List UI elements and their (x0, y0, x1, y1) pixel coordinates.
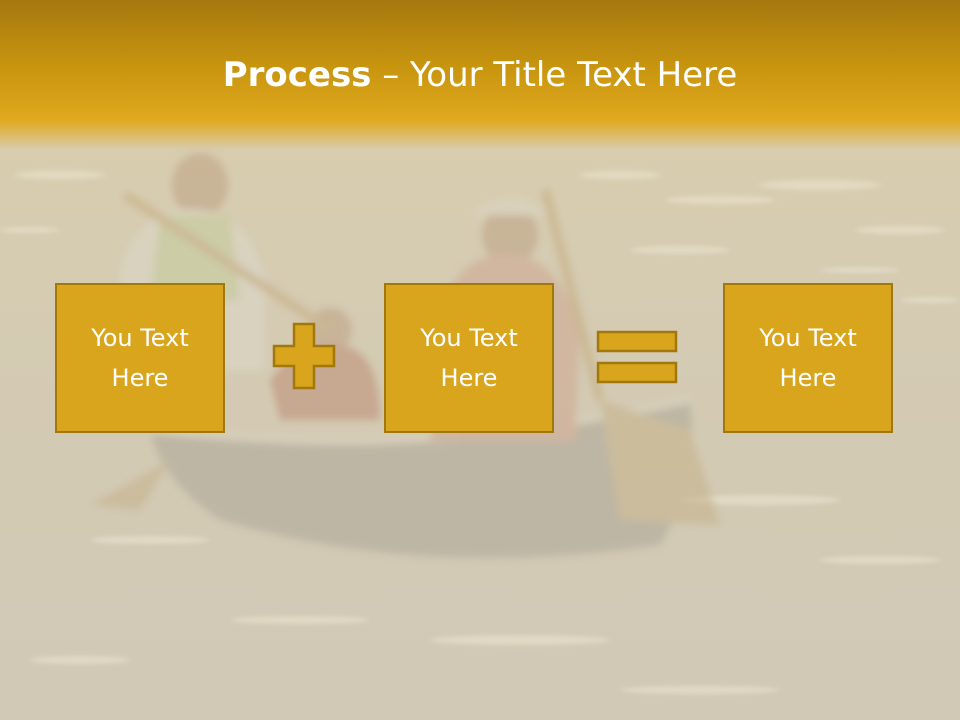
title-band (0, 0, 960, 150)
text-box-2-line-1: You Text (420, 324, 518, 352)
slide-title[interactable]: Process – Your Title Text Here (0, 52, 960, 98)
plus-icon (272, 322, 336, 390)
text-box-2[interactable]: You Text Here (384, 283, 554, 433)
title-bold-part: Process (222, 55, 372, 95)
equals-icon (596, 330, 678, 384)
text-box-1-line-1: You Text (91, 324, 189, 352)
text-box-3-line-2: Here (779, 364, 837, 392)
text-box-3-line-1: You Text (759, 324, 857, 352)
text-box-1-line-2: Here (111, 364, 169, 392)
text-box-3[interactable]: You Text Here (723, 283, 893, 433)
text-box-2-line-2: Here (440, 364, 498, 392)
title-rest-part: – Your Title Text Here (371, 55, 738, 95)
text-box-1[interactable]: You Text Here (55, 283, 225, 433)
